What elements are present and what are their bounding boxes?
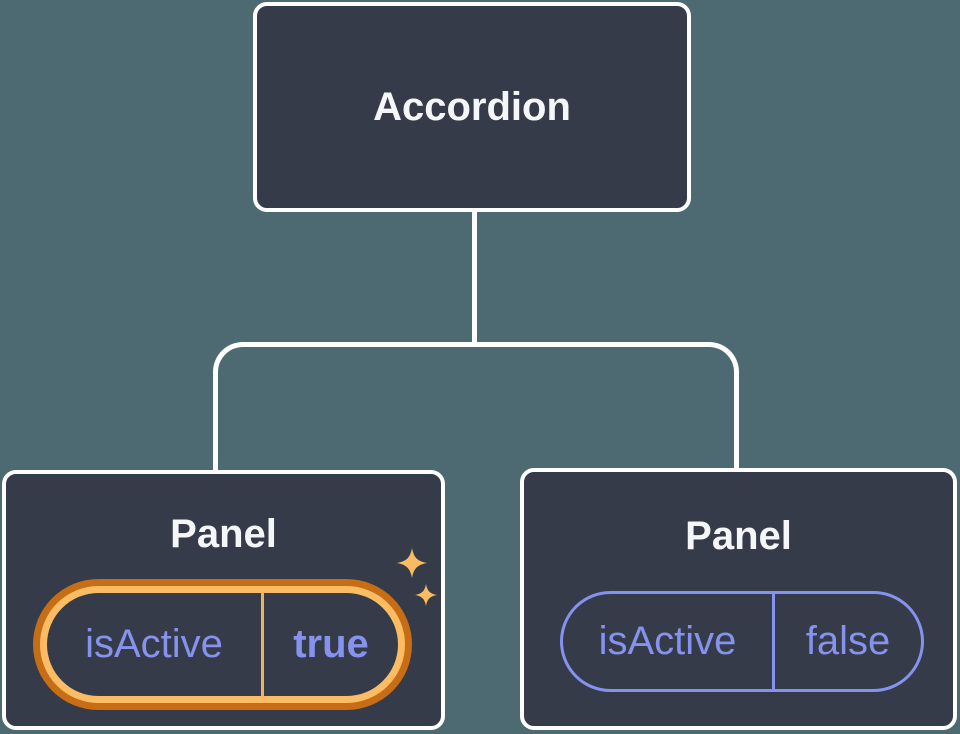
panel-node-label: Panel <box>685 514 792 558</box>
panel-node-inactive: Panel isActive false <box>520 468 957 730</box>
prop-value-label: true <box>293 622 369 666</box>
prop-name-label: isActive <box>598 619 737 663</box>
accordion-node: Accordion <box>253 2 691 212</box>
state-pill-active-body: isActive true <box>47 593 398 696</box>
panel-node-label: Panel <box>170 512 277 556</box>
pill-divider <box>772 594 775 689</box>
state-pill-inactive: isActive false <box>560 591 924 692</box>
prop-name-label: isActive <box>85 622 223 666</box>
connector-stem <box>472 212 477 345</box>
sparkle-large-icon <box>397 548 427 578</box>
prop-value-label: false <box>805 619 891 663</box>
state-pill-active: isActive true <box>33 579 412 710</box>
pill-divider <box>261 593 264 696</box>
accordion-node-label: Accordion <box>373 85 571 129</box>
panel-node-active: Panel isActive true <box>2 470 445 730</box>
connector-bracket <box>213 342 739 470</box>
state-pill-active-glow: isActive true <box>40 586 405 703</box>
sparkle-small-icon <box>415 584 437 606</box>
